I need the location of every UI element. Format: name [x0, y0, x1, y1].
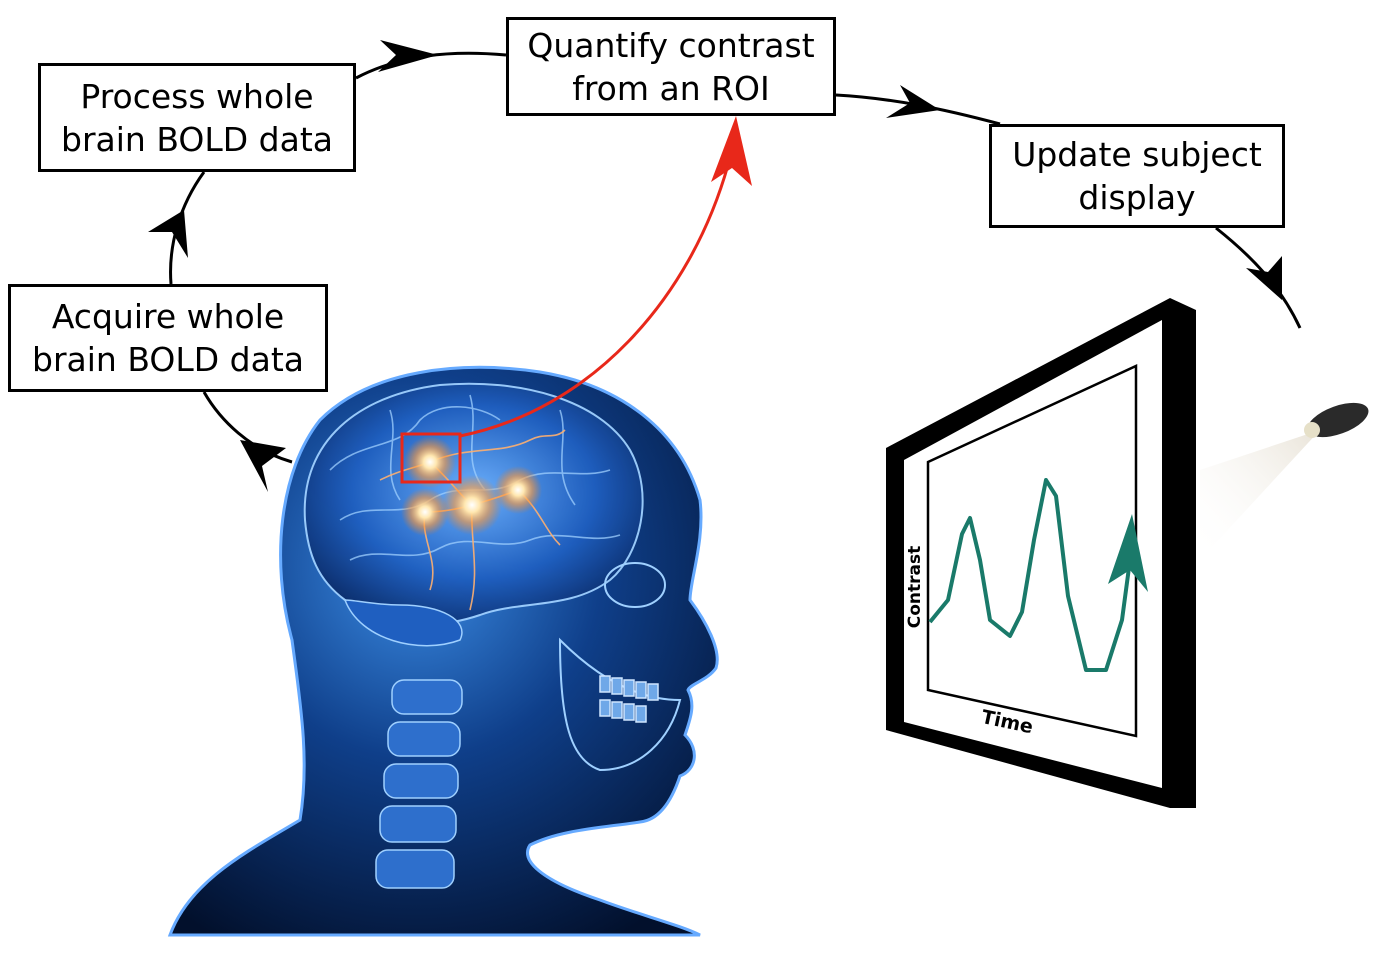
step-update-box: Update subject display: [989, 124, 1285, 228]
display-ylabel: Contrast: [905, 545, 925, 629]
step-quantify-box: Quantify contrast from an ROI: [506, 17, 836, 116]
roi-box: [400, 432, 462, 484]
step-process-box: Process whole brain BOLD data: [38, 63, 356, 172]
flow-arrowheads: [148, 40, 1282, 492]
step-process-line2: brain BOLD data: [61, 119, 333, 159]
step-quantify-line2: from an ROI: [572, 68, 770, 108]
contrast-arrowhead: [1108, 514, 1148, 592]
step-update-line2: display: [1078, 178, 1196, 217]
contrast-trace: [928, 478, 1132, 672]
step-process-line1: Process whole: [80, 76, 314, 116]
head-illustration: [167, 365, 719, 937]
subject-display: [886, 298, 1196, 808]
step-acquire-box: Acquire whole brain BOLD data: [8, 284, 328, 392]
step-acquire-line2: brain BOLD data: [32, 340, 304, 379]
projector-icon: [1200, 402, 1369, 560]
step-acquire-line1: Acquire whole: [51, 297, 285, 336]
step-update-line1: Update subject: [1012, 135, 1262, 174]
roi-arrow: [459, 116, 752, 438]
step-quantify-line1: Quantify contrast: [527, 25, 815, 65]
